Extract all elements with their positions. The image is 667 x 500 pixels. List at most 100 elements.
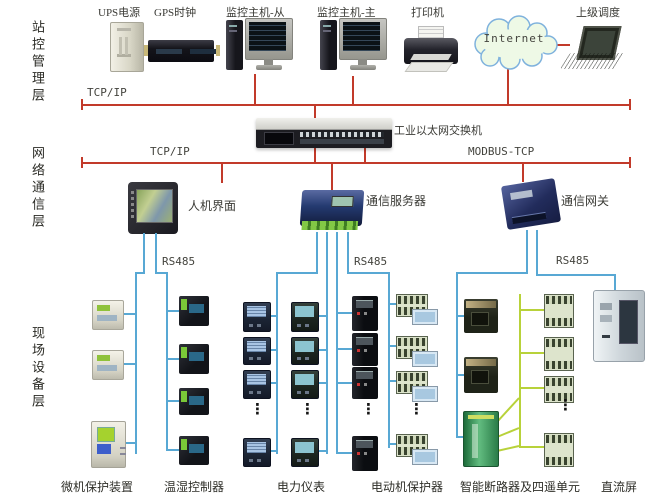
dispatch-laptop-device [560,26,624,72]
module-display [412,449,438,465]
bus2-right-tick [629,157,631,168]
printer-body [404,38,458,64]
gateway-elbow-left [456,272,528,274]
module-display [412,351,438,367]
stub [521,446,546,448]
rs485-right-label: RS485 [556,254,590,267]
dc-panel-device [593,290,645,362]
ups-label: UPS电源 [98,7,141,19]
comm-server-label: 通信服务器 [366,194,427,208]
stub [121,442,136,444]
io-module-group [396,294,440,330]
air-circuit-breaker [464,299,498,333]
stub [268,382,277,384]
stub [521,387,546,389]
ellipsis-dots: ⋮ [361,400,376,418]
stub [268,349,277,351]
power-meter [243,438,271,467]
stub [317,450,327,452]
gps-clock-label: GPS时钟 [154,7,197,19]
smart-breaker-unit [463,411,499,467]
pc-stand [264,59,273,66]
stub [168,449,179,451]
bus1-protocol-label: TCP/IP [87,86,127,99]
module-display [412,309,438,325]
server-elbow-4 [347,272,390,274]
link-switch-bus2-a [314,148,316,162]
host-standby-device [226,18,293,76]
remote-unit-module [544,376,574,403]
pc-tower [320,20,337,70]
remote-unit-bus [519,294,521,448]
server-elbow-1 [276,272,318,274]
layer-label-field: 现场设备层 [30,326,45,411]
motor-protector [352,333,378,366]
link-bus2-server [331,164,333,191]
comm-gateway-label: 通信网关 [561,194,610,208]
group-label-breaker: 智能断路器及四遥单元 [460,480,581,494]
power-meter [291,302,319,332]
stub [390,345,398,347]
ethernet-switch-label: 工业以太网交换机 [394,125,482,137]
layer-label-network: 网络通信层 [30,146,45,231]
protection-device [92,300,124,330]
pc-base [350,65,376,70]
gateway-drop-b [536,230,538,276]
printer-device [404,26,458,72]
ellipsis-dots: ⋮ [300,400,315,418]
server-drop-2 [326,232,328,454]
power-meter [243,337,271,365]
io-module-group [396,371,440,407]
remote-unit-module [544,433,574,467]
io-module-group [396,434,440,470]
rs485-middle-label: RS485 [354,255,388,268]
internet-cloud [474,15,558,70]
server-drop-1 [316,232,318,274]
stub [168,310,179,312]
meter-bus-a [276,272,278,454]
link-internet-laptop [554,44,570,46]
module-bus-d [388,272,390,448]
stub [317,382,327,384]
gateway-drop-a [526,230,528,274]
motor-protector [352,367,378,399]
dc-panel-drop [614,274,616,292]
bus2-protocol-left-label: TCP/IP [150,145,190,158]
stub [390,380,398,382]
protection-device-large [91,421,126,468]
breaker-bus [456,272,458,438]
internet-label: Internet [483,32,545,45]
stub [317,349,327,351]
temp-humidity-controller [179,344,209,374]
module-display [412,386,438,402]
power-meter [243,370,271,399]
group-label-motor: 电动机保护器 [371,480,444,494]
dispatch-label: 上级调度 [576,7,620,19]
bus1-right-tick [629,99,631,110]
hmi-elbow-a [135,272,145,274]
ethernet-switch-device [256,118,392,148]
stub [338,348,352,350]
ellipsis-dots: ⋮ [250,400,265,418]
temp-humidity-controller [179,296,209,326]
air-circuit-breaker [464,357,498,393]
bus1-left-tick [81,99,83,110]
bus1-line [82,104,630,106]
group-label-protection: 微机保护装置 [61,480,134,494]
pc-base [256,65,282,70]
layer-label-station: 站控管理层 [30,20,45,105]
pc-tower [226,20,243,70]
pc-screen [249,22,286,51]
link-host-standby [254,74,256,104]
pc-stand [358,59,367,66]
hmi-elbow-b [155,272,168,274]
hmi-drop-b [155,233,157,274]
stub [268,315,277,317]
link-switch-bus2-b [364,148,366,162]
remote-unit-module [544,337,574,371]
temp-humidity-controller [179,436,209,465]
ellipsis-dots: ⋮ [558,396,573,414]
host-standby-label: 监控主机-从 [226,7,285,19]
hmi-label: 人机界面 [188,199,237,213]
